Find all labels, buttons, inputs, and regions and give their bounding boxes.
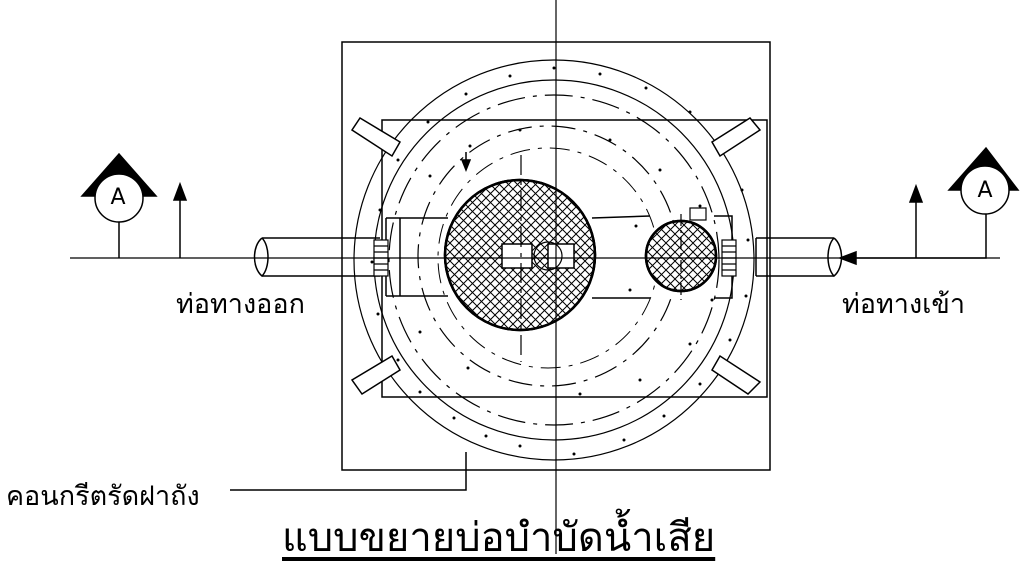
tank-inner-dashed <box>388 94 720 426</box>
support-legs <box>350 116 762 396</box>
inlet-pipe <box>755 237 843 278</box>
concrete-ring-outer <box>353 59 755 461</box>
section-marker-left-letter: A <box>110 185 126 210</box>
inlet-pipe-label: ท่อทางเข้า <box>842 289 966 320</box>
septic-tank-plan-drawing <box>70 0 1020 554</box>
flow-arrows <box>172 152 924 266</box>
section-marker-right-letter: A <box>977 178 993 203</box>
concrete-leader-line <box>230 452 467 491</box>
drawing-title: แบบขยายบ่อบำบัดน้ำเสีย <box>282 515 716 561</box>
large-manhole-lid <box>443 178 597 332</box>
section-marker-right <box>916 146 1020 259</box>
concrete-dots <box>370 66 750 456</box>
section-marker-left <box>80 152 158 258</box>
outlet-pipe <box>253 237 380 278</box>
outlet-pipe-label: ท่อทางออก <box>176 289 305 320</box>
concrete-strap-label: คอนกรีตรัดฝาถัง <box>6 481 200 512</box>
